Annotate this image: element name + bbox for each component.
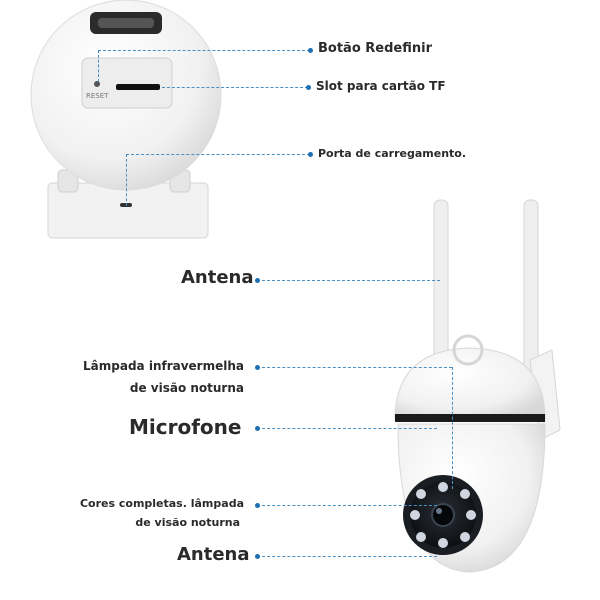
mic-callout-dot (255, 426, 260, 431)
reset-button-label: Botão Redefinir (318, 41, 432, 56)
charging-callout-line (126, 154, 310, 155)
ir-lamp-label-line2: de visão noturna (129, 381, 244, 395)
antenna-top-callout-line (257, 280, 440, 281)
reset-port-text: RESET (86, 92, 109, 100)
ir-callout-dot (255, 365, 260, 370)
charging-callout-dot (308, 152, 313, 157)
antenna-bottom-callout-line (257, 556, 437, 557)
tf-callout-dot (306, 85, 311, 90)
tf-callout-line (162, 87, 308, 88)
camera-back-view (30, 0, 222, 239)
reset-callout-dot (308, 48, 313, 53)
color-lamp-label-line2: de visão noturna (135, 516, 240, 529)
tf-slot-label: Slot para cartão TF (316, 79, 446, 93)
antenna-top-label: Antena (181, 267, 254, 288)
reset-callout-line (98, 50, 310, 51)
antenna-bottom-callout-dot (255, 554, 260, 559)
antenna-bottom-label: Antena (177, 544, 250, 565)
charging-port-label: Porta de carregamento. (318, 147, 467, 160)
microphone-label: Microfone (129, 415, 242, 439)
ir-callout-line (257, 367, 452, 368)
color-lamp-label-line1: Cores completas. lâmpada (79, 497, 244, 510)
ir-lamp-label-line1: Lâmpada infravermelha (83, 359, 244, 373)
antenna-top-callout-dot (255, 278, 260, 283)
charging-callout-vline (126, 154, 127, 206)
ir-callout-vline (452, 367, 453, 489)
reset-callout-vline (98, 50, 99, 82)
camera-front-view (394, 199, 561, 573)
color-lamp-callout-dot (255, 503, 260, 508)
mic-callout-line (257, 428, 437, 429)
color-lamp-callout-line (257, 505, 437, 506)
